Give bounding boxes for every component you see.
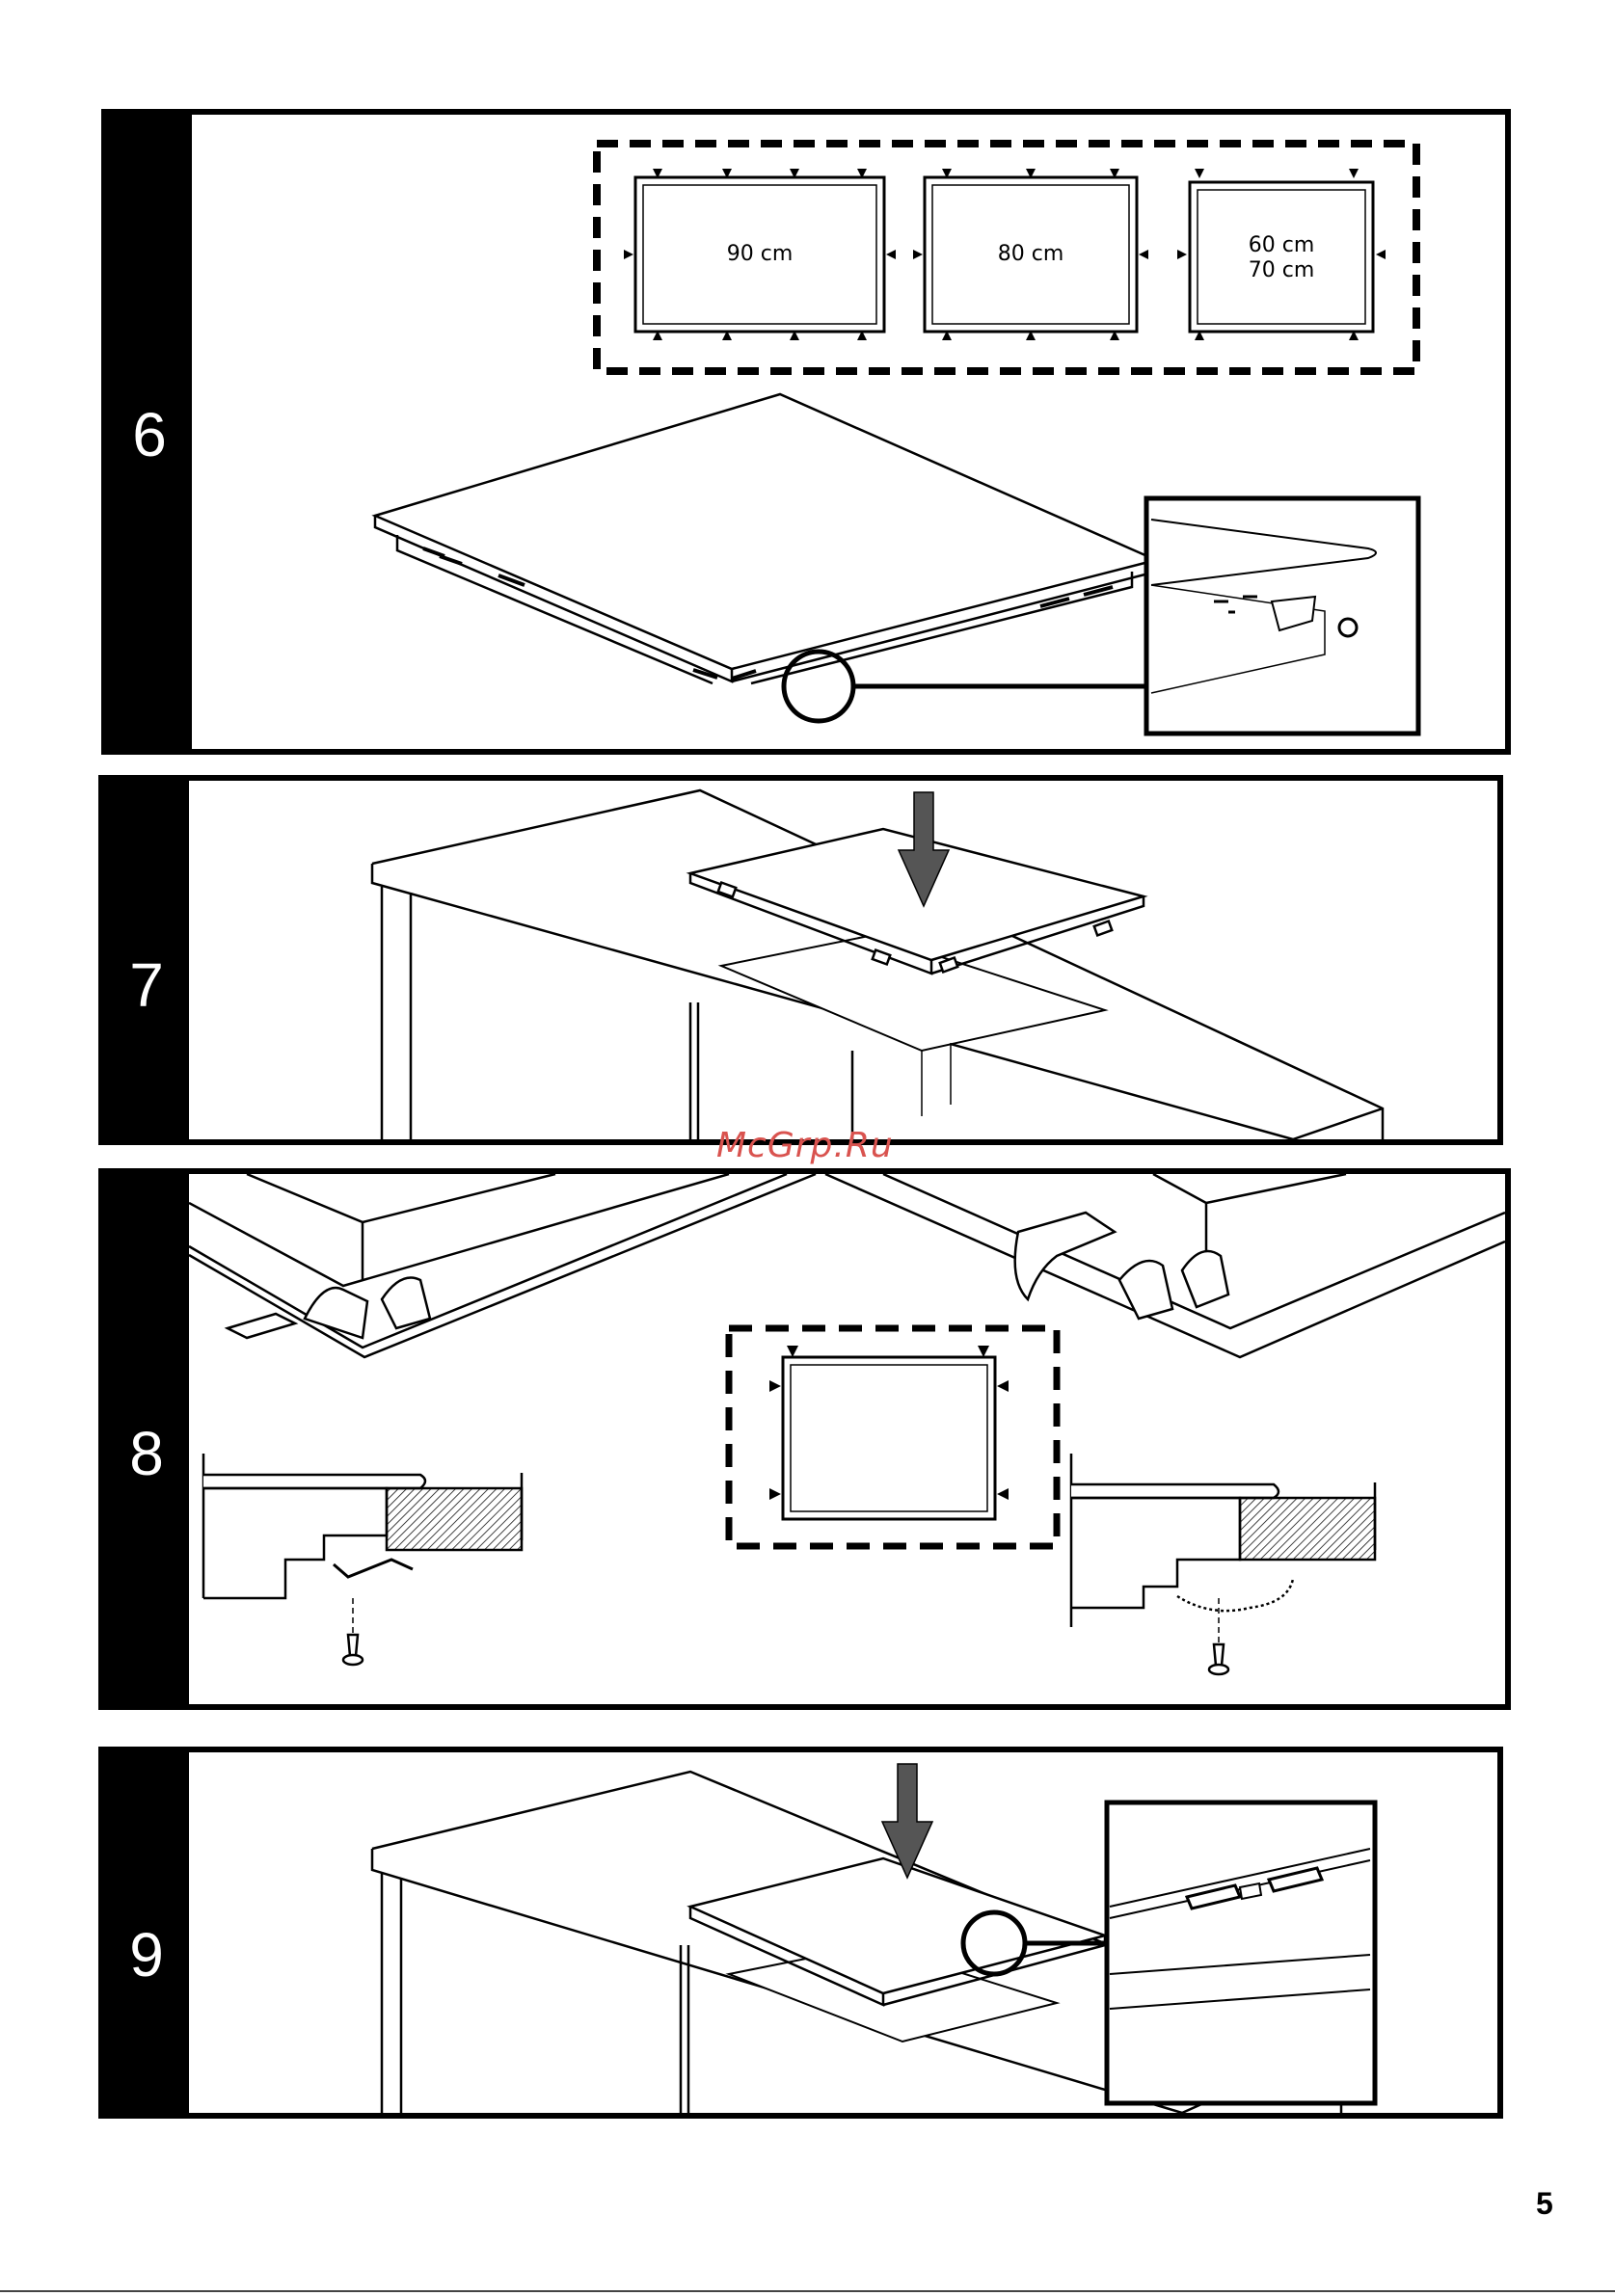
bracket-detail-inset bbox=[1107, 1802, 1375, 2103]
step-7-illustration bbox=[189, 781, 1497, 1139]
detail-magnifier-circle bbox=[784, 652, 853, 721]
size-60-label: 60 cm bbox=[1249, 233, 1315, 257]
bracket-detail-inset bbox=[1146, 498, 1418, 734]
screw-icon bbox=[1339, 619, 1357, 636]
step-9-panel: 9 bbox=[98, 1747, 1503, 2119]
step-8-panel: 8 bbox=[98, 1168, 1511, 1710]
hob-perspective bbox=[375, 394, 1156, 683]
size-80-diagram: 80 cm bbox=[913, 169, 1148, 340]
step-9-illustration bbox=[189, 1752, 1497, 2113]
watermark: McGrp.Ru bbox=[716, 1126, 894, 1165]
step-6-panel: 6 90 cm 80 cm bbox=[101, 109, 1511, 755]
size-60-70-diagram: 60 cm 70 cm bbox=[1177, 169, 1386, 340]
step-6-number: 6 bbox=[107, 404, 192, 466]
step-7-number: 7 bbox=[104, 954, 189, 1016]
section-detail-right bbox=[1071, 1454, 1375, 1674]
size-70-label: 70 cm bbox=[1249, 258, 1315, 282]
cutout-tolerance-diagram bbox=[729, 1328, 1057, 1546]
page-number: 5 bbox=[1536, 2186, 1553, 2222]
size-90-label: 90 cm bbox=[727, 242, 794, 266]
section-detail-left bbox=[203, 1454, 522, 1665]
size-80-label: 80 cm bbox=[998, 242, 1064, 266]
step-8-number: 8 bbox=[104, 1423, 189, 1484]
size-90-diagram: 90 cm bbox=[624, 169, 896, 340]
bracket-clip-left bbox=[189, 1174, 816, 1357]
step-9-number: 9 bbox=[104, 1924, 189, 1986]
step-7-panel: 7 bbox=[98, 775, 1503, 1145]
step-6-illustration: 90 cm 80 cm bbox=[192, 115, 1505, 749]
bottom-rule bbox=[0, 2290, 1615, 2292]
step-8-illustration bbox=[189, 1174, 1505, 1704]
